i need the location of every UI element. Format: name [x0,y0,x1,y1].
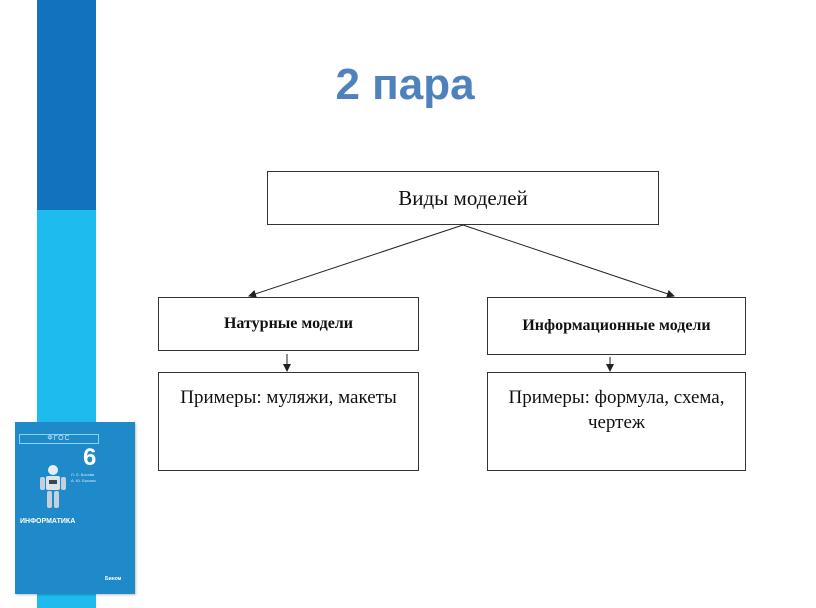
category-node-information: Информационные модели [487,297,746,355]
sidebar-stripe-dark [37,0,96,210]
book-fgos-label: ФГОС [19,434,99,444]
book-author: А. Ю. Босова [71,478,96,483]
textbook-cover: ФГОС 6 Л. Л. Босова А. Ю. Босова ИНФОРМА… [15,422,135,594]
examples-node-information: Примеры: формула, схема, чертеж [487,372,746,471]
book-title: ИНФОРМАТИКА [20,518,76,525]
examples-label: Примеры: муляжи, макеты [180,387,397,408]
examples-node-natural: Примеры: муляжи, макеты [158,372,419,471]
book-publisher: Бином [105,576,122,582]
book-publisher-logo: Бином [105,576,121,582]
slide-title: 2 пара [335,60,475,109]
robot-icon [40,465,66,508]
examples-label: Примеры: формула, схема, чертеж [508,387,725,433]
root-node: Виды моделей [267,171,659,225]
book-grade: 6 [83,444,97,471]
category-label: Натурные модели [223,315,353,332]
connector-root-right [462,224,675,298]
category-label: Информационные модели [522,317,711,334]
book-authors: Л. Л. Босова А. Ю. Босова [71,472,121,484]
book-author: Л. Л. Босова [71,472,95,477]
connector-root-left [248,224,464,298]
root-label: Виды моделей [398,185,528,210]
category-node-natural: Натурные модели [158,297,419,351]
